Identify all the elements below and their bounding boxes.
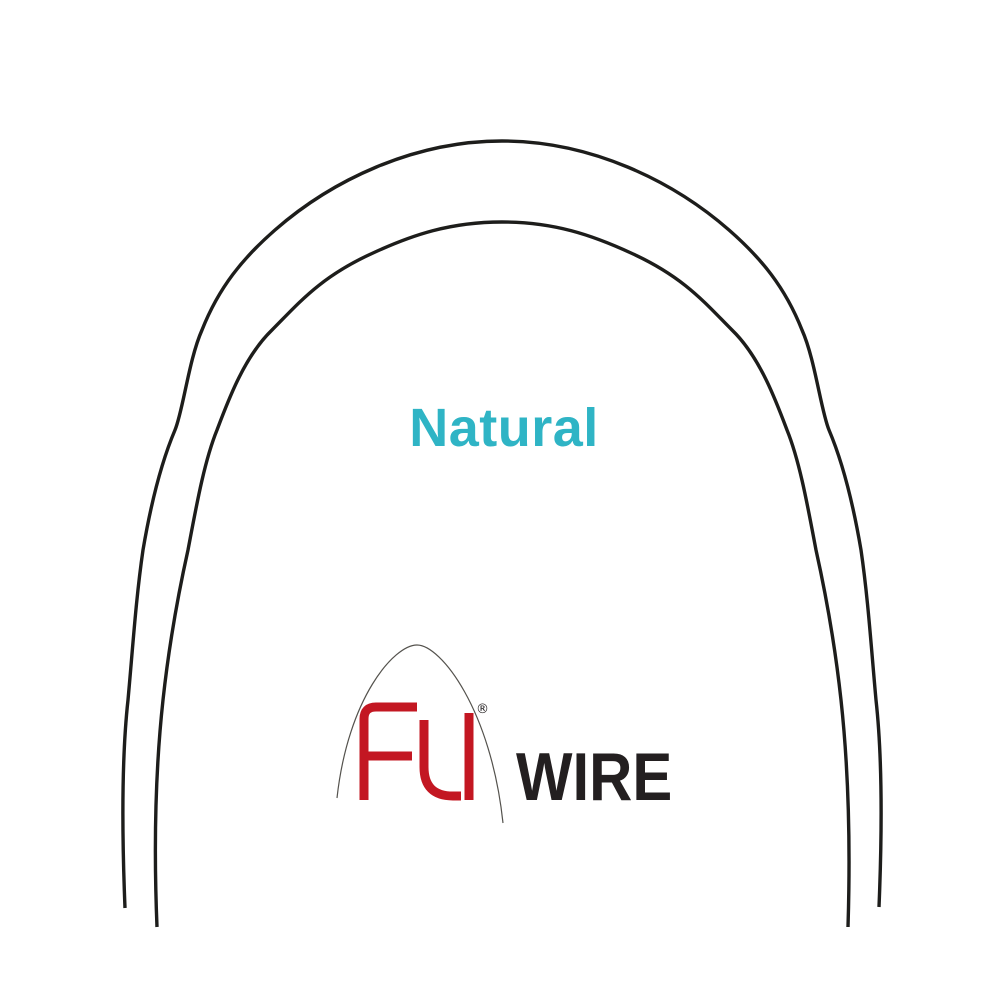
registered-mark: ® <box>476 702 489 717</box>
arch-form-label: Natural <box>409 398 599 458</box>
inner-archwire-curve <box>153 220 851 928</box>
fli-letters <box>359 702 474 801</box>
fli-wire-logo: ® WIRE <box>336 644 672 824</box>
outer-archwire-curve <box>121 139 883 909</box>
logo-arc <box>336 644 504 824</box>
wire-logo-text: WIRE <box>516 738 672 814</box>
